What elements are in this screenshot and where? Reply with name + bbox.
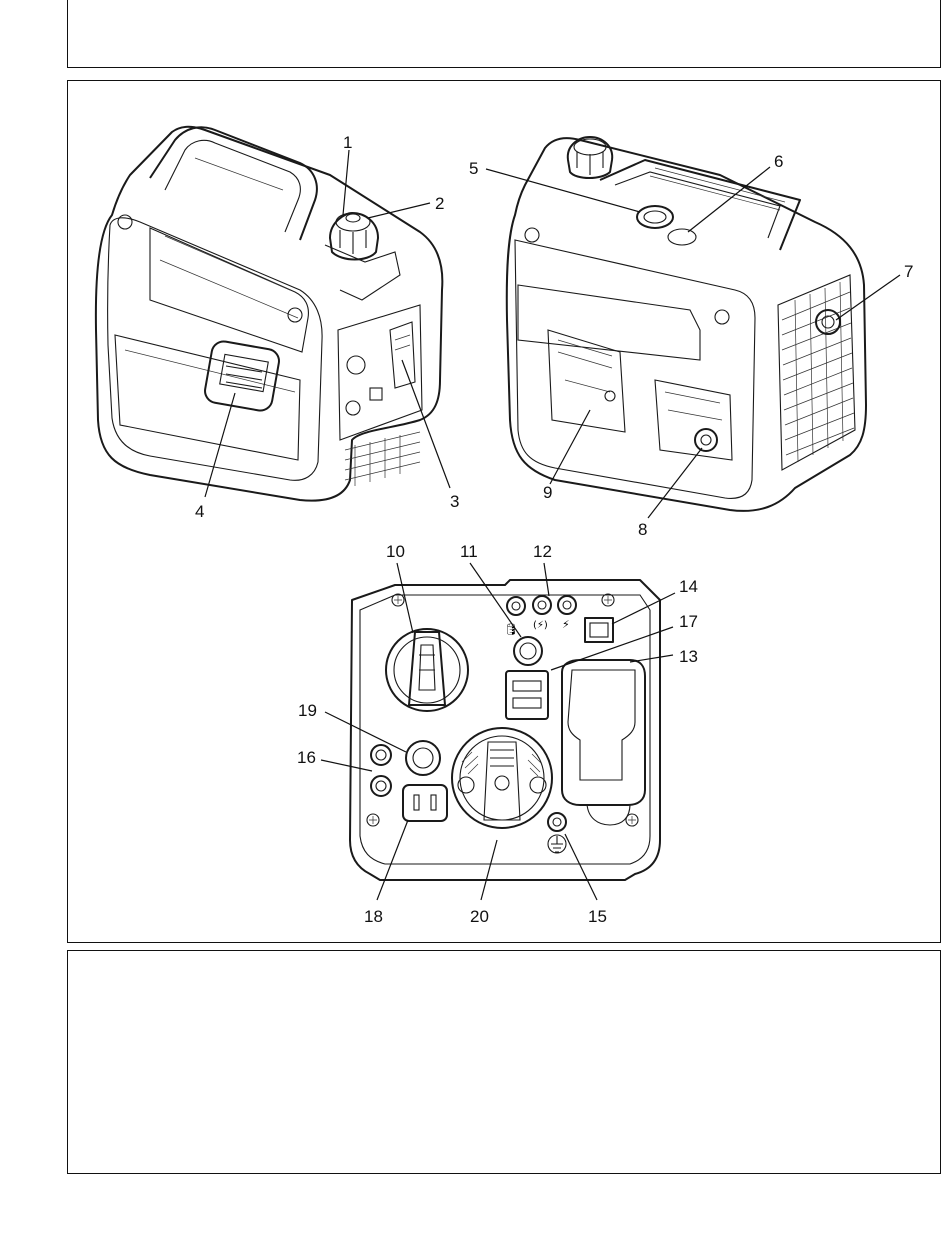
callout-20: 20: [470, 907, 489, 926]
callout-14: 14: [679, 577, 698, 596]
callout-15: 15: [588, 907, 607, 926]
callout-11: 11: [460, 542, 478, 561]
control-panel-view: 🛢 (⚡) ⚡: [350, 580, 660, 880]
generator-left-view: [96, 127, 442, 501]
callout-12: 12: [533, 542, 552, 561]
leader-lines: [205, 150, 900, 900]
callout-18: 18: [364, 907, 383, 926]
callout-2: 2: [435, 194, 444, 213]
callout-8: 8: [638, 520, 647, 539]
callout-9: 9: [543, 483, 552, 502]
callout-3: 3: [450, 492, 459, 511]
callout-5: 5: [469, 159, 478, 178]
callout-7: 7: [904, 262, 913, 281]
callout-19: 19: [298, 701, 317, 720]
svg-text:⚡: ⚡: [562, 618, 570, 631]
generator-right-view: [507, 137, 866, 511]
callout-1: 1: [343, 133, 352, 152]
callout-17: 17: [679, 612, 698, 631]
svg-text:(⚡): (⚡): [533, 620, 548, 631]
callout-16: 16: [297, 748, 316, 767]
callout-13: 13: [679, 647, 698, 666]
callout-10: 10: [386, 542, 405, 561]
callout-6: 6: [774, 152, 783, 171]
callout-4: 4: [195, 502, 204, 521]
callout-labels: 1 2 3 4 5 6 7 8 9 10 11 12 13 14 15 16 1…: [195, 133, 913, 926]
